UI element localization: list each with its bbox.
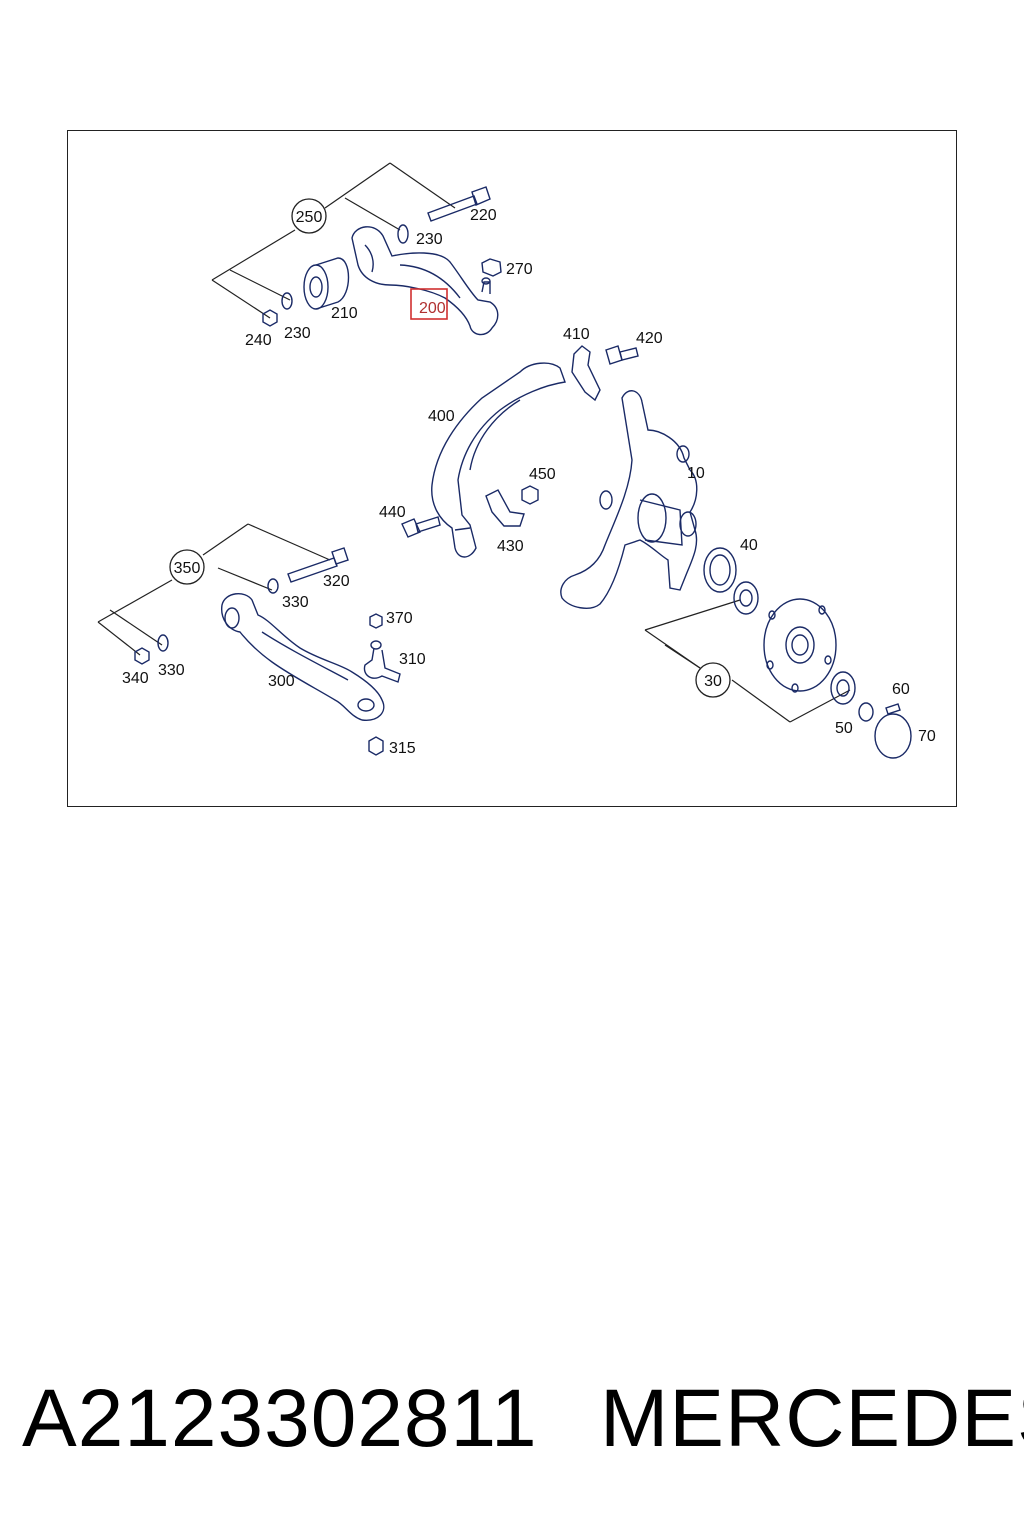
part-label-370: 370 bbox=[386, 610, 413, 627]
part-label-340: 340 bbox=[122, 670, 149, 687]
part-label-400: 400 bbox=[428, 408, 455, 425]
part-label-230-upper: 230 bbox=[416, 231, 443, 248]
nut-340 bbox=[134, 647, 150, 665]
washer-330-upper bbox=[267, 578, 279, 594]
ball-joint-310 bbox=[363, 640, 401, 683]
parts-diagram: 250 220 230 270 200 210 230 240 410 420 … bbox=[97, 162, 936, 759]
part-label-310: 310 bbox=[399, 651, 426, 668]
part-label-50: 50 bbox=[835, 720, 853, 737]
bolt-220 bbox=[427, 186, 491, 222]
callout-circle-350 bbox=[169, 549, 205, 585]
nut-50 bbox=[858, 702, 874, 722]
bolt-320 bbox=[287, 547, 349, 583]
bracket-410 bbox=[571, 345, 601, 402]
part-label-220: 220 bbox=[470, 207, 497, 224]
callout-circle-250 bbox=[291, 198, 327, 234]
nut-450 bbox=[521, 485, 539, 505]
washer-230-upper bbox=[397, 224, 409, 244]
part-label-440: 440 bbox=[379, 504, 406, 521]
bearing bbox=[733, 581, 759, 615]
part-label-420: 420 bbox=[636, 330, 663, 347]
part-label-330-lower: 330 bbox=[158, 662, 185, 679]
assembly-30-lines bbox=[644, 599, 851, 723]
callout-circle-30 bbox=[695, 662, 731, 698]
part-label-270: 270 bbox=[506, 261, 533, 278]
part-label-300: 300 bbox=[268, 673, 295, 690]
bracket-430 bbox=[485, 489, 525, 527]
wheel-hub bbox=[763, 598, 837, 693]
part-label-40: 40 bbox=[740, 537, 758, 554]
washer-230-lower bbox=[281, 292, 293, 310]
callout-label-350: 350 bbox=[174, 560, 201, 577]
part-label-70: 70 bbox=[918, 728, 936, 745]
bolt-420 bbox=[605, 345, 639, 365]
assembly-350-lines bbox=[97, 523, 331, 656]
assembly-250-lines bbox=[211, 162, 456, 319]
part-label-330-upper: 330 bbox=[282, 594, 309, 611]
part-label-320: 320 bbox=[323, 573, 350, 590]
steering-knuckle-10 bbox=[560, 390, 698, 609]
seal-40 bbox=[703, 547, 737, 593]
footer-caption: A2123302811 MERCEDES bbox=[22, 1372, 1024, 1472]
part-label-315: 315 bbox=[389, 740, 416, 757]
brand-name: MERCEDES bbox=[600, 1373, 1024, 1464]
bearing-outer bbox=[830, 671, 856, 705]
part-label-410: 410 bbox=[563, 326, 590, 343]
part-label-430: 430 bbox=[497, 538, 524, 555]
upper-control-arm-200 bbox=[351, 226, 499, 336]
carrier-400 bbox=[431, 362, 566, 558]
bolt-440 bbox=[401, 516, 441, 538]
highlight-box-200 bbox=[410, 288, 448, 320]
lower-control-arm-300 bbox=[221, 593, 385, 721]
part-label-230-lower: 230 bbox=[284, 325, 311, 342]
parts-diagram-frame bbox=[67, 130, 957, 807]
part-label-450: 450 bbox=[529, 466, 556, 483]
callout-label-30: 30 bbox=[704, 673, 722, 690]
part-label-10: 10 bbox=[687, 465, 705, 482]
bushing-210 bbox=[303, 257, 350, 310]
part-label-210: 210 bbox=[331, 305, 358, 322]
nut-315 bbox=[368, 736, 384, 756]
screw-60 bbox=[885, 703, 901, 715]
nut-370 bbox=[369, 613, 383, 629]
washer-330-lower bbox=[157, 634, 169, 652]
nut-270 bbox=[481, 258, 502, 277]
part-label-200-highlighted: 200 bbox=[419, 300, 446, 317]
cap-70 bbox=[874, 713, 912, 759]
part-number: A2123302811 bbox=[22, 1373, 538, 1464]
part-label-60: 60 bbox=[892, 681, 910, 698]
callout-label-250: 250 bbox=[296, 209, 323, 226]
nut-240 bbox=[262, 309, 278, 327]
part-label-240: 240 bbox=[245, 332, 272, 349]
